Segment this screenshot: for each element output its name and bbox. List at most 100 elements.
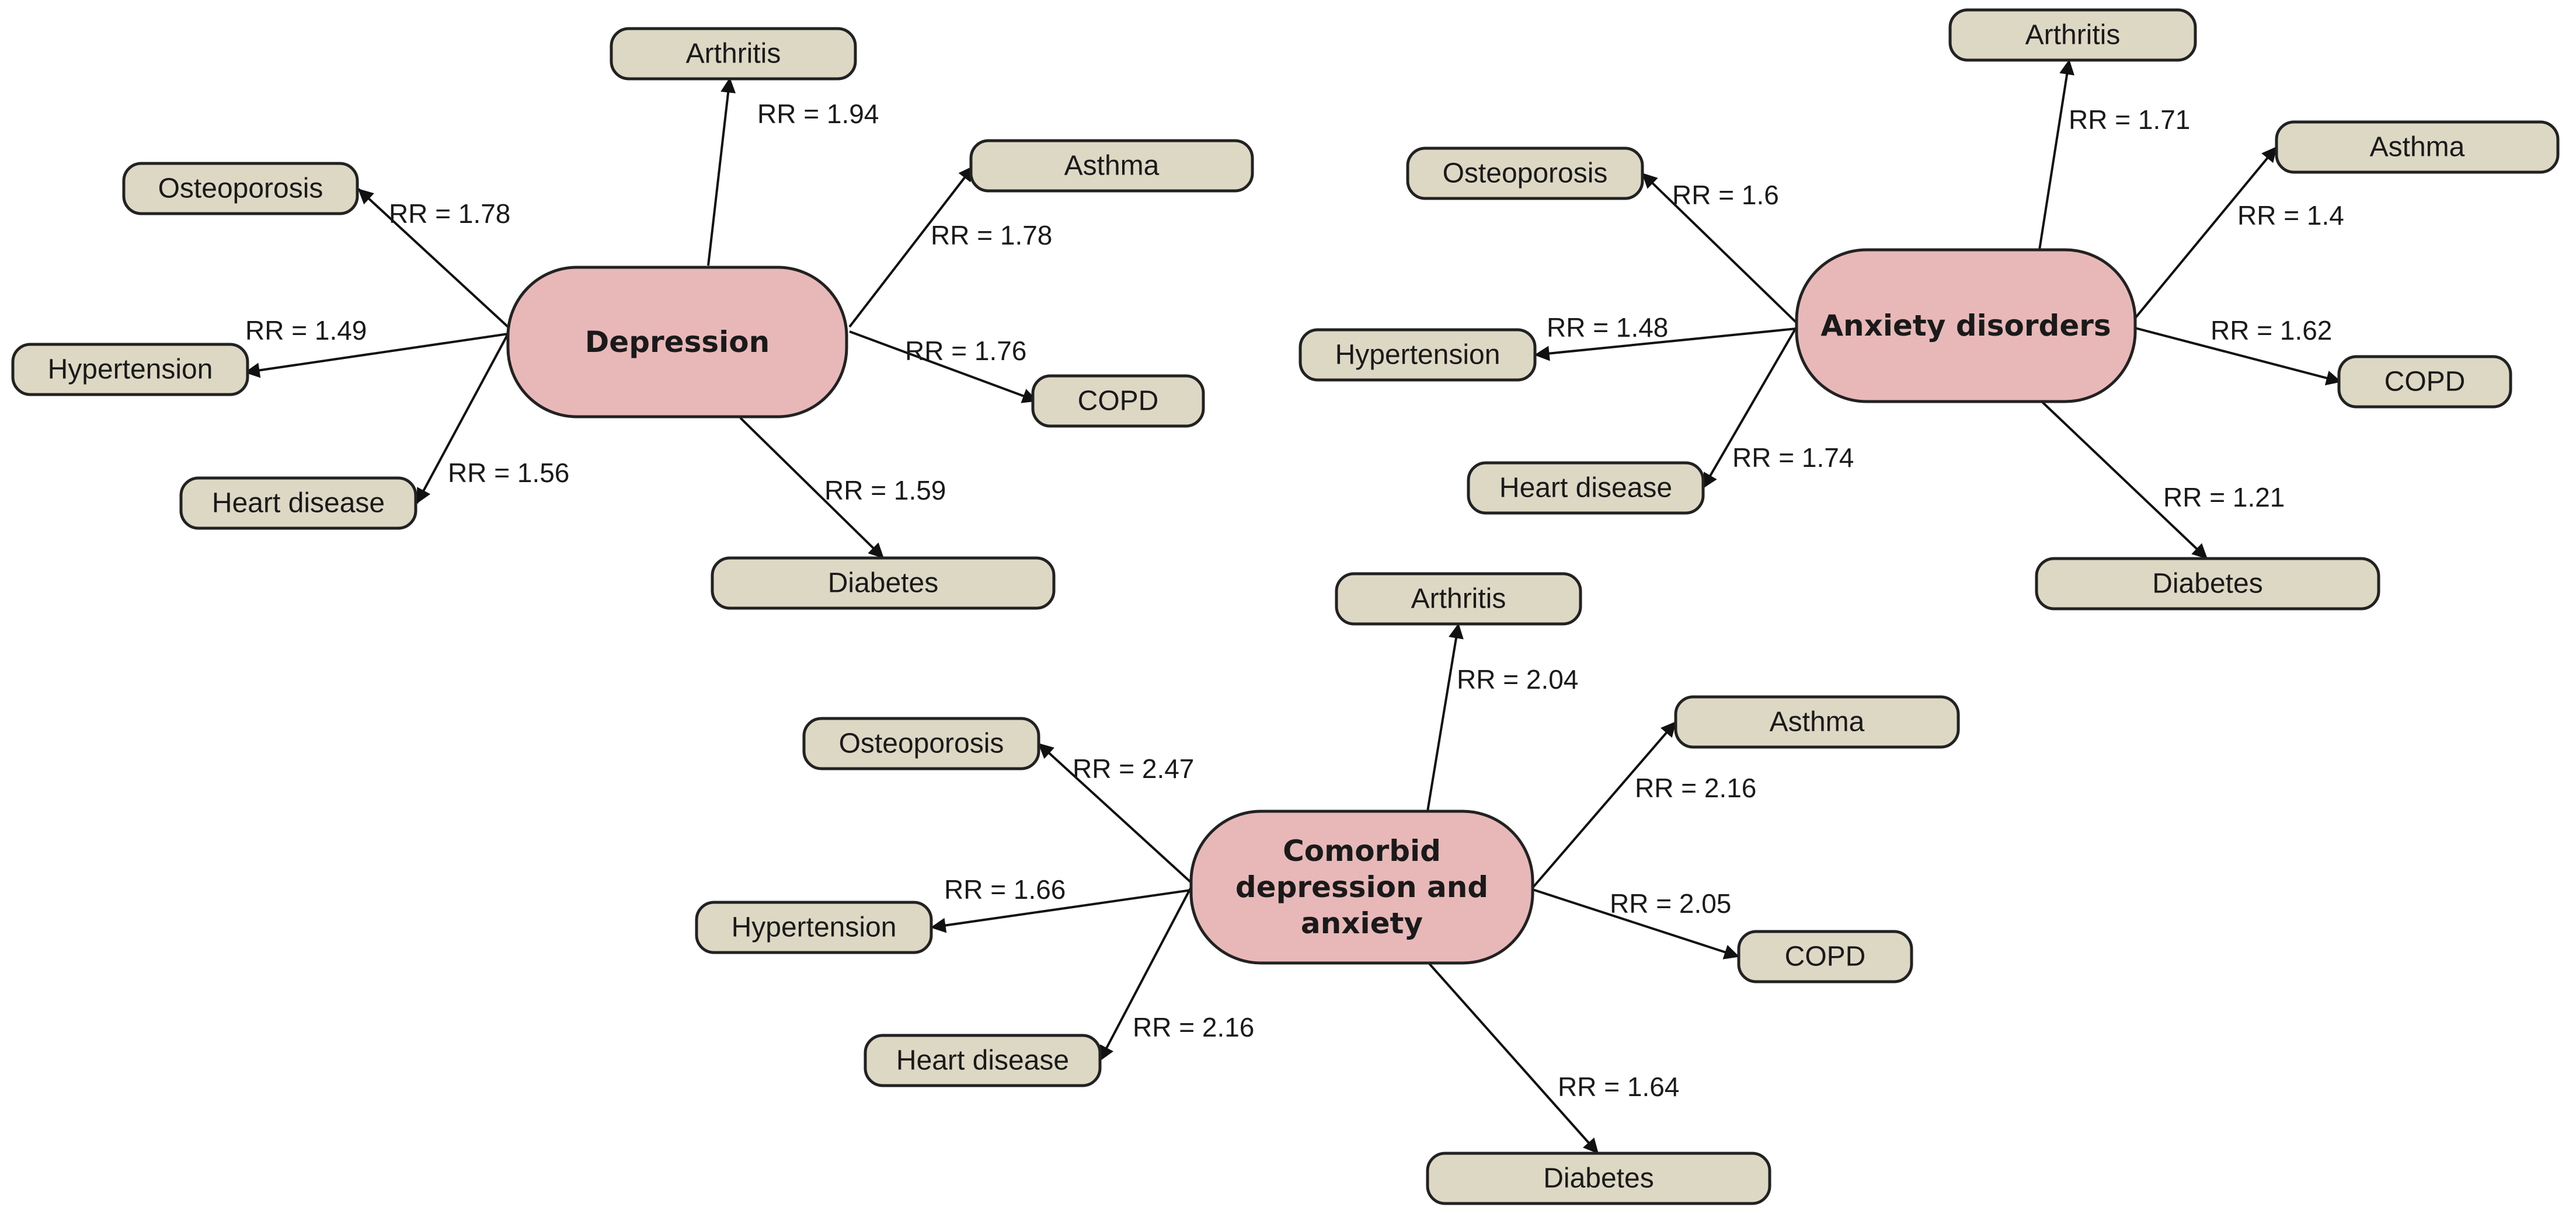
outcome-node-box [1031,374,1205,428]
rr-label-asthma: RR = 1.78 [931,220,1052,250]
outcome-node-asthma: Asthma [1674,695,1960,749]
edge-comorbid-depression-and-anxiety-to-hypertension [930,889,1192,933]
outcome-node-box [1426,1152,1771,1205]
outcome-node-box [122,162,359,215]
edge-anxiety-disorders-to-heart-disease [1702,326,1798,489]
rr-label-hypertension: RR = 1.48 [1547,312,1668,343]
outcome-node-label: Diabetes [2152,568,2262,599]
edge-comorbid-depression-and-anxiety-to-copd [1532,888,1740,960]
rr-label-heart-disease: RR = 1.74 [1732,442,1854,473]
edge-comorbid-depression-and-anxiety-to-diabetes [1428,962,1599,1154]
edge-comorbid-depression-and-anxiety-to-arthritis [1426,623,1464,812]
outcome-node-label: Asthma [1064,151,1160,182]
rr-label-hypertension: RR = 1.49 [245,315,367,346]
outcome-node-label: Asthma [2370,132,2465,163]
outcome-node-osteoporosis: Osteoporosis [122,162,359,215]
outcome-node-box [1467,461,1705,515]
outcome-node-copd: COPD [1031,374,1205,428]
edge-depression-to-heart-disease [416,333,509,504]
outcome-node-box [969,139,1254,193]
edge-depression-to-hypertension [244,333,509,378]
outcome-node-label: Arthritis [2025,20,2121,51]
rr-label-asthma: RR = 1.4 [2237,200,2344,231]
outcome-node-box [1406,146,1644,200]
outcome-node-label: Osteoporosis [839,728,1004,759]
outcome-node-label: Hypertension [732,912,897,943]
outcome-node-label: Arthritis [1411,584,1506,615]
rr-label-arthritis: RR = 1.71 [2069,104,2190,135]
rr-label-heart-disease: RR = 2.16 [1133,1012,1254,1042]
outcome-node-label: Heart disease [896,1045,1069,1076]
outcome-node-label: Osteoporosis [1443,158,1608,189]
outcome-node-hypertension: Hypertension [11,343,249,396]
outcome-node-box [179,476,417,530]
rr-label-asthma: RR = 2.16 [1635,773,1756,803]
edge-comorbid-depression-and-anxiety-to-asthma [1531,721,1677,889]
outcome-node-diabetes: Diabetes [711,556,1056,610]
rr-label-osteoporosis: RR = 1.78 [389,198,510,229]
outcome-node-diabetes: Diabetes [1426,1152,1771,1205]
outcome-node-box [2275,120,2560,174]
outcome-node-label: Heart disease [1499,473,1672,504]
outcome-node-label: COPD [1078,386,1159,417]
outcome-node-box [2035,557,2380,611]
outcome-node-box [1737,930,1913,983]
edge-depression-to-osteoporosis [357,188,509,328]
outcome-node-box [1335,572,1582,626]
edge-anxiety-disorders-to-osteoporosis [1641,172,1798,324]
edge-comorbid-depression-and-anxiety-to-osteoporosis [1038,742,1192,884]
edge-depression-to-diabetes [739,417,885,559]
outcome-node-copd: COPD [1737,930,1913,983]
outcome-node-box [1299,328,1537,382]
outcome-node-box [864,1034,1102,1087]
center-node-label: anxiety [1301,906,1423,940]
outcome-node-box [711,556,1056,610]
outcome-node-osteoporosis: Osteoporosis [1406,146,1644,200]
rr-label-heart-disease: RR = 1.56 [448,458,569,488]
outcome-node-label: Osteoporosis [158,173,323,204]
outcome-node-diabetes: Diabetes [2035,557,2380,611]
center-node-depression: Depression [506,266,848,418]
rr-label-osteoporosis: RR = 2.47 [1073,753,1194,784]
outcome-node-box [2337,355,2512,409]
center-node-box [1795,248,2137,403]
outcome-node-label: COPD [1785,941,1866,972]
outcome-node-hypertension: Hypertension [695,901,933,954]
outcome-node-box [1948,8,2197,62]
rr-label-diabetes: RR = 1.64 [1558,1072,1679,1102]
edge-depression-to-asthma [848,165,974,328]
outcome-node-label: Hypertension [48,354,213,385]
outcome-node-box [610,27,857,81]
center-node-anxiety-disorders: Anxiety disorders [1795,248,2137,403]
outcome-node-heart-disease: Heart disease [179,476,417,530]
center-node-label: Depression [585,325,770,359]
outcome-node-asthma: Asthma [2275,120,2560,174]
outcome-node-heart-disease: Heart disease [1467,461,1705,515]
center-node-box [1189,810,1534,965]
outcome-node-label: Diabetes [828,568,938,599]
outcome-node-label: Heart disease [212,488,385,519]
outcome-node-label: Diabetes [1543,1163,1653,1194]
edge-anxiety-disorders-to-diabetes [2041,400,2208,560]
outcome-node-heart-disease: Heart disease [864,1034,1102,1087]
center-node-box [506,266,848,418]
outcome-node-box [1674,695,1960,749]
rr-label-arthritis: RR = 2.04 [1457,664,1578,695]
outcome-node-hypertension: Hypertension [1299,328,1537,382]
edge-anxiety-disorders-to-copd [2135,327,2342,386]
edge-depression-to-arthritis [707,77,736,266]
rr-label-arthritis: RR = 1.94 [757,99,879,129]
edge-comorbid-depression-and-anxiety-to-heart-disease [1099,887,1192,1062]
edge-anxiety-disorders-to-arthritis [2038,59,2074,250]
outcome-node-box [11,343,249,396]
outcome-node-label: Arthritis [686,39,781,69]
edge-depression-to-copd [849,330,1038,403]
edge-anxiety-disorders-to-asthma [2134,146,2278,319]
center-node-label: Anxiety disorders [1820,309,2111,343]
outcome-node-arthritis: Arthritis [610,27,857,81]
rr-label-copd: RR = 1.76 [905,336,1026,366]
outcome-node-arthritis: Arthritis [1335,572,1582,626]
outcome-node-asthma: Asthma [969,139,1254,193]
